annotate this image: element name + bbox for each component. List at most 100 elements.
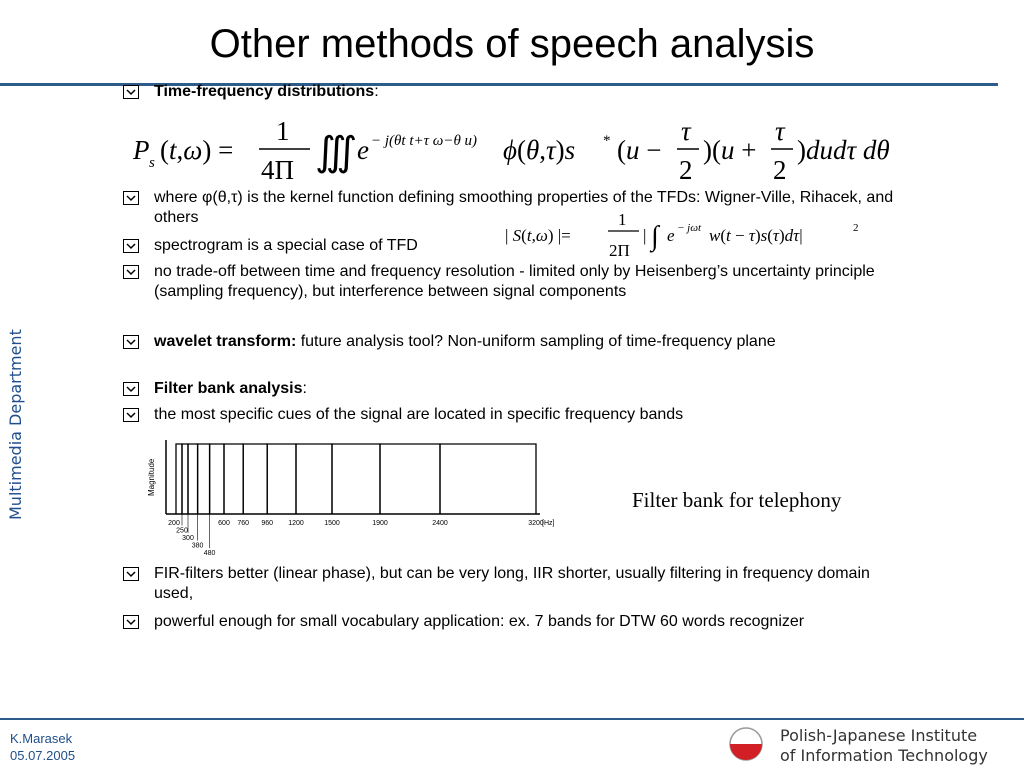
checkbox-bullet-icon <box>123 382 139 396</box>
filter-bands <box>175 443 537 514</box>
tick-label: 960 <box>261 520 273 527</box>
tick-label: 1900 <box>372 520 388 527</box>
tick-label: 760 <box>237 520 249 527</box>
checkbox-bullet-icon <box>123 191 139 205</box>
svg-text:τ: τ <box>775 116 786 146</box>
bullet-bold-text: Filter bank analysis <box>154 380 303 397</box>
side-department-label: Multimedia Department <box>6 329 25 520</box>
filter-band <box>196 443 211 514</box>
svg-text:| S(t,ω) |=: | S(t,ω) |= <box>505 226 571 245</box>
bullet-time-frequency: Time-frequency distributions: <box>123 82 454 102</box>
checkbox-bullet-icon <box>123 408 139 422</box>
spectrogram-formula: | S(t,ω) |= 1 2Π | ∫ e − jωt w(t − τ)s(τ… <box>505 207 875 272</box>
svg-text:− jωt: − jωt <box>677 222 702 234</box>
x-unit-label: [Hz] <box>542 520 555 527</box>
svg-text:P: P <box>132 135 150 165</box>
bullet-no-tradeoff: no trade-off between time and frequency … <box>123 262 884 302</box>
svg-text:∭: ∭ <box>315 129 357 174</box>
bullet-text: : <box>302 380 307 397</box>
bullet-spectrogram: spectrogram is a special case of TFD <box>123 236 494 256</box>
y-axis-label: Magnitude <box>147 458 156 496</box>
svg-text:1: 1 <box>276 116 290 146</box>
bullet-text: FIR-filters better (linear phase), but c… <box>154 565 870 602</box>
svg-text:e: e <box>357 135 369 165</box>
svg-text:|: | <box>643 226 646 245</box>
institute-logo-icon <box>729 727 763 761</box>
title-divider <box>0 83 998 86</box>
slide-title: Other methods of speech analysis <box>209 22 815 66</box>
footer-author-block: K.Marasek 05.07.2005 <box>10 730 75 764</box>
svg-text:s: s <box>149 155 155 171</box>
bullet-specific-cues: the most specific cues of the signal are… <box>123 405 884 425</box>
filter-band <box>295 443 333 514</box>
filter-bank-chart: Magnitude 200 600 760 960 1200 1500 1900 2400 32… <box>147 440 555 556</box>
footer-date: 05.07.2005 <box>10 748 76 763</box>
bullet-bold-text: Time-frequency distributions <box>154 83 375 100</box>
filter-band <box>187 443 199 514</box>
svg-text:ϕ(θ,τ)s: ϕ(θ,τ)s <box>503 135 575 165</box>
filter-band <box>266 443 297 514</box>
bullet-text: spectrogram is a special case of TFD <box>154 237 418 254</box>
filter-band <box>379 443 441 514</box>
tick-label: 250 <box>176 528 188 535</box>
bullet-wavelet: wavelet transform: future analysis tool?… <box>123 332 884 352</box>
tick-label: 2400 <box>432 520 448 527</box>
bullet-filter-bank: Filter bank analysis: <box>123 379 454 399</box>
checkbox-bullet-icon <box>123 265 139 279</box>
tick-label: 480 <box>204 550 216 556</box>
tick-label: 200 <box>168 520 180 527</box>
tick-label: 300 <box>182 535 194 542</box>
tick-label: 3200 <box>528 520 544 527</box>
frequency-ticks: 200 600 760 960 1200 1500 1900 2400 3200 25030038… <box>168 514 555 556</box>
svg-text:(t,ω) =: (t,ω) = <box>160 135 233 165</box>
checkbox-bullet-icon <box>123 239 139 253</box>
svg-text:− j(θt t+τ ω−θ u): − j(θt t+τ ω−θ u) <box>371 133 477 149</box>
checkbox-bullet-icon <box>123 335 139 349</box>
svg-text:∫: ∫ <box>649 221 661 253</box>
bullet-kernel: where φ(θ,τ) is the kernel function defi… <box>123 188 914 228</box>
institute-name: Polish-Japanese Institute of Information… <box>780 726 988 766</box>
bullet-text: future analysis tool? Non-uniform sampli… <box>296 333 776 350</box>
institute-line-2: of Information Technology <box>780 746 988 765</box>
svg-text:2: 2 <box>853 222 859 234</box>
svg-text:(u −: (u − <box>617 135 661 165</box>
footer-divider <box>0 718 1024 720</box>
footer-author: K.Marasek <box>10 731 73 746</box>
tick-label: 380 <box>192 543 204 550</box>
filter-band <box>242 443 268 514</box>
svg-text:)(u +: )(u + <box>703 135 756 165</box>
filter-band <box>175 443 183 514</box>
tick-label: 600 <box>218 520 230 527</box>
svg-text:w(t − τ)s(τ)dτ|: w(t − τ)s(τ)dτ| <box>709 226 803 245</box>
filter-band <box>439 443 537 514</box>
svg-text:)dudτ dθ: )dudτ dθ <box>797 135 890 165</box>
svg-text:1: 1 <box>618 210 627 229</box>
svg-text:e: e <box>667 226 675 245</box>
tick-label: 1200 <box>288 520 304 527</box>
bullet-text: no trade-off between time and frequency … <box>154 263 875 300</box>
checkbox-bullet-icon <box>123 85 139 99</box>
bullet-text: the most specific cues of the signal are… <box>154 406 684 423</box>
filter-band <box>223 443 244 514</box>
svg-text:*: * <box>603 133 611 149</box>
filter-band <box>181 443 189 514</box>
tfd-formula: P s (t,ω) = 1 4Π ∭ e − j(θt t+τ ω−θ u) ϕ… <box>132 115 923 194</box>
institute-line-1: Polish-Japanese Institute <box>780 726 978 745</box>
svg-text:4Π: 4Π <box>261 155 294 185</box>
filter-band <box>331 443 381 514</box>
bullet-powerful-enough: powerful enough for small vocabulary app… <box>123 612 884 632</box>
svg-text:2: 2 <box>679 155 693 185</box>
svg-text:2: 2 <box>773 155 787 185</box>
filter-band <box>208 443 225 514</box>
checkbox-bullet-icon <box>123 615 139 629</box>
bullet-text: : <box>374 83 379 100</box>
figure-caption: Filter bank for telephony <box>632 488 842 512</box>
bullet-text: powerful enough for small vocabulary app… <box>154 613 805 630</box>
bullet-bold-text: wavelet transform: <box>154 333 297 350</box>
tick-label: 1500 <box>324 520 340 527</box>
bullet-text: where φ(θ,τ) is the kernel function defi… <box>154 189 894 226</box>
bullet-fir-filters: FIR-filters better (linear phase), but c… <box>123 564 884 604</box>
svg-text:2Π: 2Π <box>609 241 630 260</box>
svg-text:τ: τ <box>681 116 692 146</box>
checkbox-bullet-icon <box>123 567 139 581</box>
